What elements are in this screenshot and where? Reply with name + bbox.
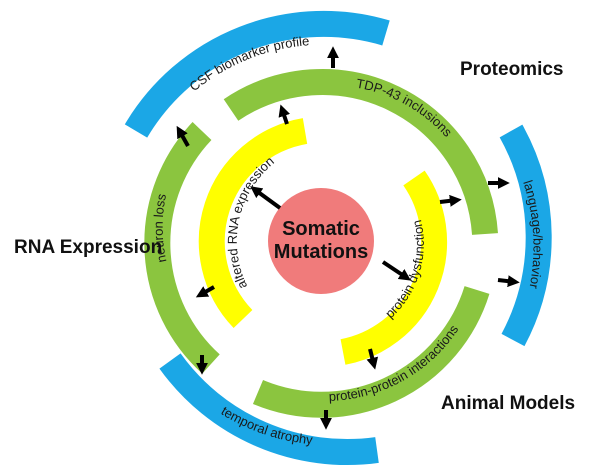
arrow-interactions-to-language bbox=[497, 275, 520, 288]
arrow-dysfunction-to-tdp bbox=[439, 194, 462, 207]
altered-rna-arc bbox=[198, 118, 308, 328]
arrow-neuron-to-csf bbox=[176, 125, 190, 147]
section-title-rna-expression: RNA Expression bbox=[14, 237, 162, 258]
neuron-loss-label: neuron loss bbox=[151, 192, 170, 264]
section-title-animal-models: Animal Models bbox=[441, 393, 575, 414]
arrow-rna-to-tdp bbox=[278, 104, 290, 125]
temporal-atrophy-arc bbox=[159, 353, 379, 465]
arrow-rna-to-neuron bbox=[195, 285, 215, 298]
csf-biomarker-arc bbox=[124, 10, 390, 138]
center-title-line1: Somatic bbox=[282, 218, 360, 240]
protein-dysfunction-arc bbox=[340, 170, 448, 365]
arrow-center-to-altered-rna bbox=[250, 186, 282, 210]
language-behavior-arc bbox=[499, 124, 552, 347]
section-title-proteomics: Proteomics bbox=[460, 59, 563, 80]
arrows bbox=[176, 46, 520, 430]
tdp43-inclusions-label: TDP-43 inclusions bbox=[355, 76, 455, 140]
arrow-center-to-protein-dysfunction bbox=[381, 260, 411, 281]
protein-interactions-arc bbox=[252, 286, 490, 418]
arrow-dysfunction-to-interactions bbox=[366, 348, 379, 370]
center-title-line2: Mutations bbox=[274, 241, 368, 263]
neuron-loss-arc bbox=[144, 122, 220, 374]
tdp43-inclusions-arc bbox=[223, 69, 498, 235]
center-circle bbox=[268, 188, 374, 294]
